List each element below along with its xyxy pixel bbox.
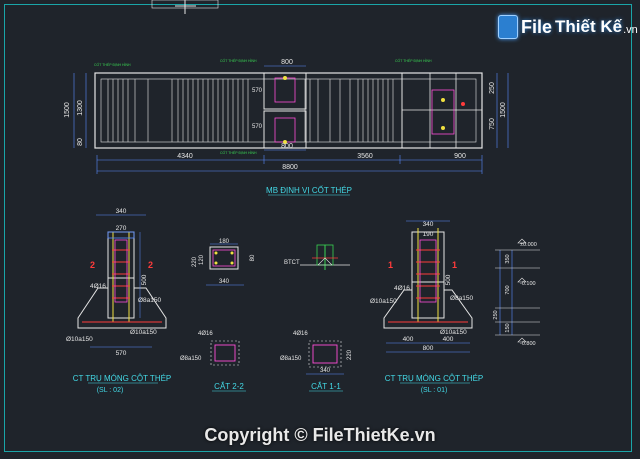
dr-dim-500: 500: [445, 274, 452, 285]
dl-d8a150: Ø8a150: [138, 297, 162, 304]
s22-dim-120: 120: [199, 254, 205, 265]
detail-right-title: CT TRỤ MÓNG CỘT THÉP: [385, 374, 484, 383]
section-22: [210, 340, 240, 366]
s22-dim-340: 340: [219, 279, 230, 285]
dr-dim-400-b: 400: [443, 336, 454, 343]
s22-dim-180: 180: [219, 239, 230, 245]
plan-note-3: CỐT THÉP ĐỊNH HÌNH: [395, 58, 432, 63]
dim-4340: 4340: [177, 153, 193, 160]
detail-left-subtitle: (SL : 02): [97, 387, 124, 394]
s22-4d16: 4Ø16: [198, 331, 213, 337]
s11-dim-220: 220: [347, 349, 353, 360]
dim-left-1500: 1500: [64, 102, 71, 118]
dr-dim-400-a: 400: [403, 336, 414, 343]
dr-dim-190: 190: [423, 231, 434, 238]
dr-d10a150-b: Ø10a150: [440, 329, 467, 336]
site-logo[interactable]: File Thiết Kế .vn: [498, 10, 638, 44]
section-22-plan: [206, 243, 244, 286]
section-mark-1b: 1: [452, 260, 457, 270]
elev-dim-350: 350: [505, 254, 511, 263]
dr-dim-800: 800: [423, 345, 434, 352]
dim-right-750: 750: [489, 118, 496, 130]
s11-dim-340: 340: [320, 368, 331, 374]
section-22-title: CẮT 2-2: [214, 382, 244, 391]
dim-570-b: 570: [252, 124, 263, 130]
detail-right-marks: 1 1: [388, 260, 457, 270]
elevation-drawing: [495, 238, 540, 343]
dim-8800: 8800: [282, 164, 298, 171]
plan-notes: CỐT THÉP ĐỊNH HÌNH CỐT THÉP ĐỊNH HÌNH CỐ…: [94, 58, 432, 155]
section-mark-2b: 2: [148, 260, 153, 270]
dim-900: 900: [454, 153, 466, 160]
section-22-plan-labels: 180 220 340 80 120: [192, 239, 256, 285]
plan-note-4: CỐT THÉP ĐỊNH HÌNH: [220, 150, 257, 155]
dim-right-250: 250: [489, 82, 496, 94]
cursor-box: [151, 0, 219, 9]
s22-d8a150: Ø8a150: [180, 356, 202, 362]
section-mark-1a: 1: [388, 260, 393, 270]
dim-top-800: 800: [281, 59, 293, 66]
copyright-watermark: Copyright © FileThietKe.vn: [204, 425, 436, 445]
level-0000: ±0.000: [520, 242, 537, 248]
plan-view: [73, 65, 509, 174]
plan-note-2: CỐT THÉP ĐỊNH HÌNH: [220, 58, 257, 63]
dl-dim-270: 270: [116, 225, 127, 232]
detail-left-title: CT TRỤ MÓNG CỘT THÉP: [73, 374, 172, 383]
s11-4d16: 4Ø16: [293, 331, 308, 337]
dl-4d16: 4Ø16: [90, 283, 106, 290]
btct-symbol: [300, 244, 350, 270]
section-11: [306, 340, 344, 375]
section-11-labels: 4Ø16 Ø8a150 340 220: [280, 331, 353, 374]
s11-d8a150: Ø8a150: [280, 356, 302, 362]
dl-dim-500: 500: [141, 274, 148, 285]
elev-dim-700: 700: [505, 285, 511, 294]
dl-d10a150-a: Ø10a150: [66, 336, 93, 343]
dr-dim-340: 340: [423, 221, 434, 228]
dl-d10a150-b: Ø10a150: [130, 329, 157, 336]
dim-left-80: 80: [77, 138, 84, 146]
level-0800: -0.800: [520, 341, 536, 347]
elev-dim-250: 250: [493, 310, 499, 319]
detail-left-drawing: [77, 214, 167, 348]
plan-title: MB ĐỊNH VỊ CỐT THÉP: [266, 185, 352, 195]
detail-left-labels: 270 340 570 4Ø16 Ø8a150 Ø10a150 Ø10a150 …: [66, 208, 162, 357]
section-11-title: CẮT 1-1: [311, 382, 341, 391]
dim-570-a: 570: [252, 88, 263, 94]
dl-dim-570: 570: [116, 350, 127, 357]
detail-right-labels: 340 190 4Ø16 Ø8a150 Ø10a150 Ø10a150 400 …: [370, 221, 474, 352]
file-folder-icon: [498, 15, 518, 39]
drawing-frame: [4, 4, 632, 452]
dim-bottom-800: 800: [281, 143, 293, 150]
dim-3560: 3560: [357, 153, 373, 160]
dim-right-1500: 1500: [500, 102, 507, 118]
crosshair-cursor: [175, 0, 196, 14]
logo-brand: File: [521, 16, 553, 37]
detail-right-subtitle: (SL : 01): [421, 387, 448, 394]
plan-note-1: CỐT THÉP ĐỊNH HÌNH: [94, 62, 131, 67]
dim-left-1300: 1300: [77, 100, 84, 116]
section-mark-2a: 2: [90, 260, 95, 270]
dl-dim-340: 340: [116, 208, 127, 215]
detail-left-marks: 2 2: [90, 260, 153, 270]
plan-vertical-dims: 1500 1300 80 250 1500 750: [64, 82, 507, 146]
logo-name: Thiết Kế: [555, 17, 623, 36]
logo-suffix: .vn: [623, 24, 638, 36]
elevation-labels: ±0.000 -0.100 -0.800 350 700 250 150: [493, 242, 537, 347]
plan-dimension-labels: 800 800 4340 3560 900 8800 570 570: [177, 59, 466, 171]
btct-label: BTCT: [284, 260, 300, 266]
level-0100: -0.100: [520, 281, 536, 287]
s22-dim-220: 220: [192, 256, 198, 267]
dr-d10a150-a: Ø10a150: [370, 298, 397, 305]
s22-dim-80: 80: [250, 254, 256, 261]
dr-4d16: 4Ø16: [394, 285, 410, 292]
section-22-labels: 4Ø16 Ø8a150: [180, 331, 213, 362]
detail-right-drawing: [383, 220, 473, 353]
dr-d8a150: Ø8a150: [450, 295, 474, 302]
elev-dim-150: 150: [505, 323, 511, 332]
